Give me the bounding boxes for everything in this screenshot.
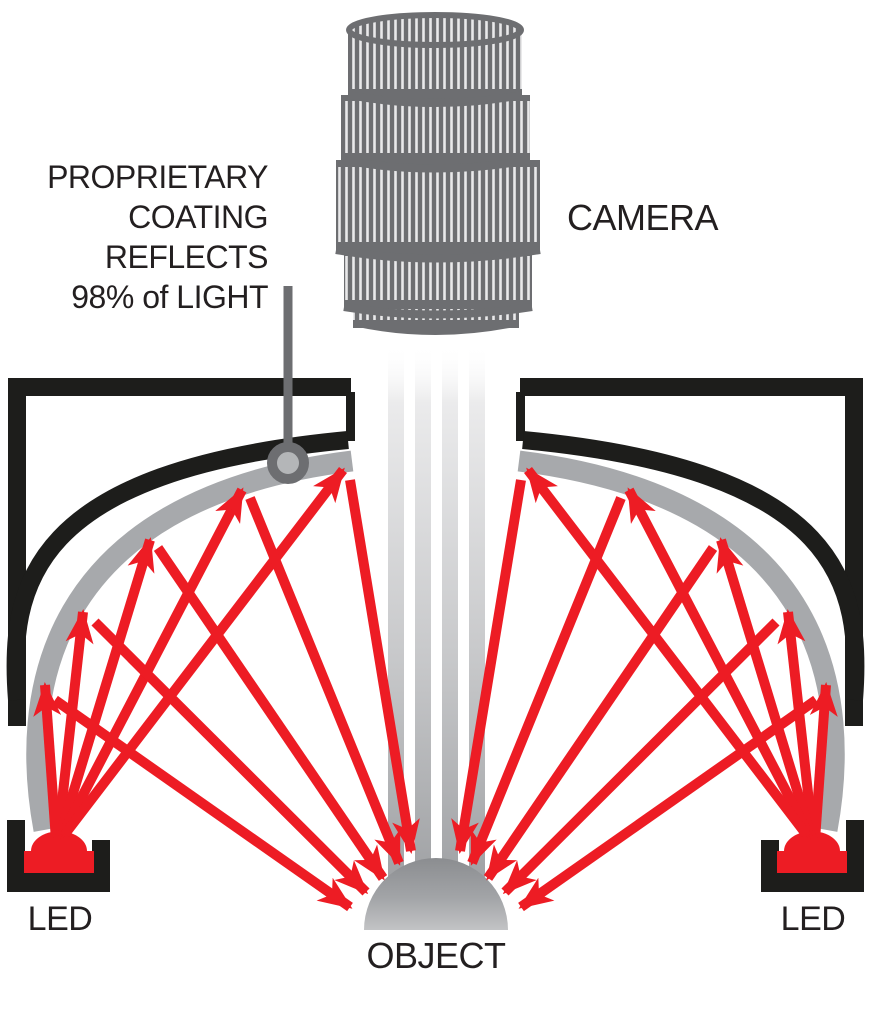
dome-arc-left bbox=[6, 431, 349, 701]
light-ray bbox=[483, 545, 718, 881]
camera-beams bbox=[388, 344, 485, 930]
dome-arc-right bbox=[522, 431, 865, 701]
led-chip-left bbox=[31, 831, 87, 851]
led-left-label: LED bbox=[28, 900, 93, 938]
led-bracket-right bbox=[761, 820, 864, 892]
light-ray bbox=[245, 496, 404, 866]
light-ray bbox=[57, 487, 247, 838]
camera-beam bbox=[415, 344, 431, 930]
pointer-ring bbox=[267, 442, 309, 484]
led-chip-right bbox=[784, 831, 840, 851]
light-ray bbox=[451, 479, 526, 854]
led-bracket-left bbox=[7, 820, 110, 892]
light-ray bbox=[53, 609, 94, 839]
light-ray bbox=[33, 682, 62, 841]
light-ray bbox=[518, 695, 819, 912]
coating-pointer bbox=[267, 286, 309, 484]
camera-beam bbox=[442, 344, 458, 930]
light-ray bbox=[624, 487, 814, 838]
object-shape bbox=[364, 858, 508, 930]
light-rays-right bbox=[451, 466, 838, 912]
light-ray bbox=[61, 466, 347, 838]
light-ray bbox=[716, 537, 816, 838]
camera-label: CAMERA bbox=[567, 197, 719, 238]
light-ray bbox=[467, 496, 626, 866]
light-ray bbox=[52, 695, 353, 912]
diagram-labels: PROPRIETARY COATING REFLECTS 98% of LIGH… bbox=[28, 159, 846, 976]
light-ray bbox=[524, 466, 810, 838]
coating-note-line-4: 98% of LIGHT bbox=[71, 279, 268, 315]
light-rays-left bbox=[33, 466, 420, 912]
light-ray bbox=[345, 479, 420, 854]
light-ray bbox=[501, 618, 780, 896]
led-right bbox=[761, 820, 864, 892]
light-ray bbox=[809, 682, 838, 841]
light-ray bbox=[777, 609, 818, 839]
light-ray bbox=[91, 618, 370, 896]
led-left bbox=[7, 820, 110, 892]
light-ray bbox=[153, 545, 388, 881]
coating-note-line-3: REFLECTS bbox=[105, 239, 268, 275]
light-ray bbox=[55, 537, 155, 838]
camera-lens bbox=[335, 12, 541, 335]
lens-top-ring bbox=[346, 12, 524, 48]
object-label: OBJECT bbox=[366, 935, 506, 976]
coating-note-line-1: PROPRIETARY bbox=[47, 159, 268, 195]
led-right-label: LED bbox=[781, 900, 846, 938]
coating-note-line-2: COATING bbox=[128, 199, 268, 235]
